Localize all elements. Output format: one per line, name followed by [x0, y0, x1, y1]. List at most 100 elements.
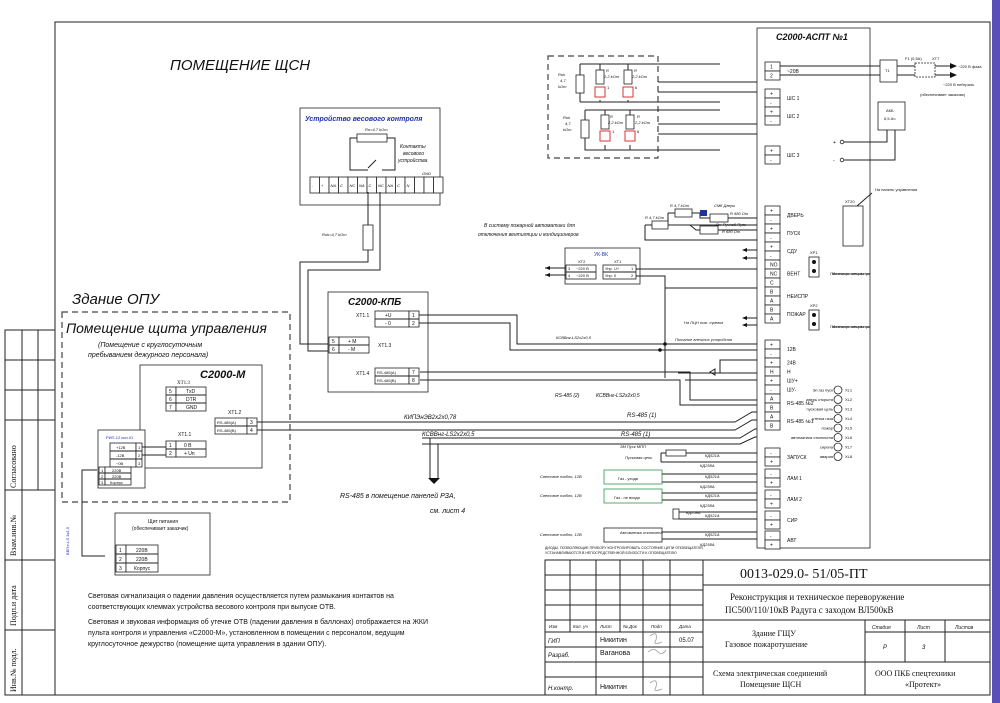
scheme-title: Схема электрическая соединений — [713, 669, 828, 678]
fuse-label: F1 (0,5A) — [905, 56, 922, 61]
xt20-label: XT20 — [845, 199, 855, 204]
detector-number: 1 — [607, 85, 610, 90]
indicator-lamp-icon — [833, 452, 843, 461]
pin: 1 — [101, 468, 104, 473]
note-line: соответствующих клеммах устройства весов… — [88, 603, 336, 611]
terminal-cell — [433, 176, 444, 194]
gnd-label: GND — [422, 171, 431, 176]
sign-box: Автоматика отключена — [620, 530, 663, 535]
terminal-pin: NO — [770, 263, 778, 269]
terminal-pin: - — [770, 388, 772, 394]
signer-name: Ваганова — [600, 650, 630, 657]
diode-footnote: УСТАНАВЛИВАЮТСЯ В НЕПОСРЕДСТВЕННОЙ БЛИЗО… — [545, 551, 677, 555]
pin: 3 — [250, 420, 253, 426]
terminal-pin: + — [770, 110, 773, 116]
terminal-pin: - — [312, 183, 314, 188]
transformer-label: T1 — [885, 68, 890, 73]
terminal-pin: A — [770, 415, 774, 421]
detector-number: 1 — [612, 129, 615, 134]
terminal-group-label: СДУ — [787, 249, 798, 255]
terminal-pin: - — [770, 158, 772, 164]
col-header: Подп — [651, 624, 662, 629]
indicator-lamp-icon — [833, 404, 843, 414]
uk-vk-module: УК-ВК XT2 XT1 3~220 В 4~220 В Упр. U+1 У… — [564, 247, 641, 285]
terminal-cell — [764, 384, 781, 395]
sign-date: 05.07 — [679, 638, 695, 644]
pin-label: 220В — [136, 557, 148, 563]
indicator-label: пусковая цепь — [807, 407, 833, 412]
resistor-label: R — [610, 114, 613, 119]
contacts-label: устройства — [397, 157, 428, 164]
terminal-pin: A — [770, 317, 774, 323]
indicator-lamp-icon — [833, 423, 843, 433]
aspt-title: С2000-АСПТ №1 — [776, 32, 848, 42]
door-manual-start-circuit: R 4,7 kOm СМК Двери R 680 Om R 4,7 kOm В… — [644, 203, 765, 241]
pin-label: Корпус — [134, 566, 151, 572]
diode-label: КД258А — [700, 503, 715, 508]
xp2-label: XP2 — [810, 303, 818, 308]
role: Разраб. — [548, 653, 570, 659]
xt20-note: На панель управления — [875, 187, 917, 192]
pin: 3 — [101, 480, 104, 485]
cable-label: КСВВнг-LS2x2x0,5 — [596, 393, 640, 399]
phase-label: ~220 В фаза — [958, 64, 982, 69]
indicator-id: XL3 — [845, 407, 853, 412]
pin: 8 — [412, 378, 415, 384]
stamp-agreed: Согласовано — [9, 445, 18, 488]
terminal-pin: B — [770, 424, 774, 430]
terminal-cell — [764, 313, 781, 324]
terminal-group-label: ПОЖАР — [787, 312, 806, 318]
pin: 6 — [332, 347, 335, 353]
room-title: ПОМЕЩЕНИЕ ЩСН — [170, 57, 310, 74]
terminal-group-label: ~20В — [787, 69, 799, 75]
terminal-pin: + — [770, 209, 773, 215]
stage-value: Р — [883, 645, 887, 651]
pin: 1 — [631, 266, 634, 271]
indicator-lamp-icon — [833, 442, 843, 452]
terminal-pin: 1 — [770, 65, 773, 71]
neutral-label: ~220 В нейтраль — [943, 82, 974, 87]
start-circuit-label: Пусковая цепь — [625, 455, 652, 460]
weight-device-title: Устройство весового контроля — [305, 115, 422, 123]
terminal-group-label: 12В — [787, 347, 797, 353]
terminal-cell — [423, 176, 434, 194]
pin: 2 — [138, 453, 141, 458]
sheet-header: Лист — [916, 625, 930, 631]
sheets-header: Листов — [954, 625, 974, 631]
terminal-pin: - — [770, 119, 772, 125]
resistor — [362, 224, 374, 251]
control-room-note: (Помещение с круглосуточным — [98, 342, 202, 349]
terminal-pin: NC — [770, 272, 778, 278]
resistor-label: 4,7 — [565, 121, 571, 126]
battery-label: АКБ — [886, 108, 894, 113]
pin: 1 — [169, 443, 172, 449]
pin: 7 — [169, 405, 172, 411]
pin-label: TxD — [186, 389, 196, 395]
contacts-label: весового — [403, 151, 424, 157]
detector-number: 6 — [637, 129, 640, 134]
terminal-group-label: 24В — [787, 361, 797, 367]
terminal-group-label: ПУСК — [787, 231, 800, 237]
xp-note: Подключение сопротивления резистора — [830, 271, 871, 276]
terminal-group-label: Н — [787, 370, 791, 376]
cable-label: RS-485 (2) — [555, 393, 580, 399]
to-pch-label: На ПЦН пож. тревог — [684, 320, 723, 325]
terminal-cell — [764, 510, 781, 521]
terminal-pin: NА — [388, 183, 394, 188]
mpp-label: ЗМ Пуск МПП — [620, 444, 646, 449]
terminal-pin: 2 — [770, 74, 773, 80]
terminal-group-label: ШУ- — [787, 388, 797, 394]
resistor-label: R 4,7 kOm — [670, 203, 690, 208]
rs485-note: см. лист 4 — [430, 508, 465, 515]
control-room-area — [61, 311, 291, 503]
terminal-pin: Н — [770, 370, 774, 376]
pin-label: - M — [348, 347, 355, 353]
terminal-block-label: XT1.3 — [177, 381, 190, 386]
resistor-label: kOm — [558, 84, 567, 89]
terminal-cell — [764, 477, 781, 488]
resistor-label: Rok — [563, 115, 571, 120]
weight-control-device: Устройство весового контроля Rn=4,7 kOm … — [299, 107, 444, 206]
c2000-aspt-module: С2000-АСПТ №1 12~20В+-ШС 1+-ШС 2+-ШС 3+-… — [756, 27, 917, 550]
terminal-group-label: ДВЕРЬ — [787, 213, 804, 219]
